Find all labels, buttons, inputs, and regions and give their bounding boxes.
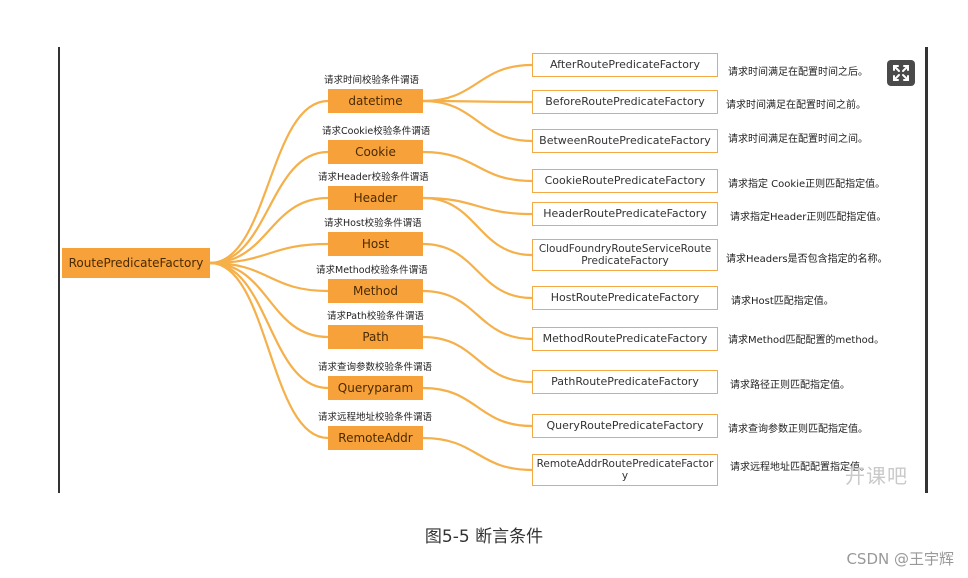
factory-description: 请求远程地址匹配配置指定值。	[730, 462, 870, 473]
factory-description: 请求指定 Cookie正则匹配指定值。	[728, 179, 886, 190]
branch-connector	[422, 63, 533, 103]
factory-description: 请求路径正则匹配指定值。	[730, 380, 850, 391]
branch-connector	[209, 261, 329, 390]
factory-description: 请求时间满足在配置时间之后。	[728, 67, 868, 78]
expand-button[interactable]	[887, 60, 915, 86]
factory-description: 请求Headers是否包含指定的名称。	[726, 254, 888, 265]
factory-description: 请求指定Header正则匹配指定值。	[730, 212, 887, 223]
condition-node-header: Header	[328, 186, 423, 210]
branch-connector	[422, 150, 533, 183]
condition-node-queryparam: Queryparam	[328, 376, 423, 400]
branch-connector	[422, 196, 533, 257]
condition-caption-remoteaddr: 请求远程地址校验条件谓语	[318, 412, 433, 423]
branch-connector	[209, 242, 329, 265]
condition-caption-path: 请求Path校验条件谓语	[327, 311, 424, 322]
condition-caption-datetime: 请求时间校验条件谓语	[324, 75, 420, 86]
factory-description: 请求时间满足在配置时间之间。	[728, 134, 868, 145]
condition-node-datetime: datetime	[328, 89, 423, 113]
expand-arrows-icon	[893, 65, 909, 81]
branch-connector	[422, 242, 533, 300]
factory-description: 请求查询参数正则匹配指定值。	[728, 424, 868, 435]
factory-node: BetweenRoutePredicateFactory	[532, 129, 718, 153]
branch-connector	[422, 289, 533, 341]
factory-node: HeaderRoutePredicateFactory	[532, 202, 718, 226]
branch-connector	[209, 150, 329, 265]
condition-caption-host: 请求Host校验条件谓语	[324, 218, 422, 229]
factory-node: MethodRoutePredicateFactory	[532, 327, 718, 351]
branch-connector	[422, 99, 533, 143]
condition-node-remoteaddr: RemoteAddr	[328, 426, 423, 450]
credit-text: CSDN @王宇辉	[846, 550, 954, 568]
branch-connector	[209, 261, 329, 440]
factory-description: 请求时间满足在配置时间之前。	[726, 100, 866, 111]
factory-node: AfterRoutePredicateFactory	[532, 53, 718, 77]
factory-description: 请求Host匹配指定值。	[731, 296, 834, 307]
factory-node: PathRoutePredicateFactory	[532, 370, 718, 394]
condition-caption-header: 请求Header校验条件谓语	[318, 172, 429, 183]
condition-caption-queryparam: 请求查询参数校验条件谓语	[318, 362, 433, 373]
branch-connector	[209, 99, 329, 265]
condition-node-host: Host	[328, 232, 423, 256]
branch-connector	[209, 261, 329, 293]
factory-node: CloudFoundryRouteServiceRoutePredicateFa…	[532, 239, 718, 271]
condition-node-method: Method	[328, 279, 423, 303]
factory-node: RemoteAddrRoutePredicateFactory	[532, 454, 718, 486]
branch-connector	[422, 386, 533, 428]
condition-caption-cookie: 请求Cookie校验条件谓语	[322, 126, 431, 137]
branch-connector	[422, 335, 533, 384]
factory-node: QueryRoutePredicateFactory	[532, 414, 718, 438]
root-node: RoutePredicateFactory	[62, 248, 210, 278]
factory-node: BeforeRoutePredicateFactory	[532, 90, 718, 114]
condition-caption-method: 请求Method校验条件谓语	[316, 265, 428, 276]
factory-description: 请求Method匹配配置的method。	[728, 335, 885, 346]
condition-node-cookie: Cookie	[328, 140, 423, 164]
branch-connector	[422, 196, 533, 216]
branch-connector	[209, 261, 329, 339]
factory-node: CookieRoutePredicateFactory	[532, 169, 718, 193]
branch-connector	[209, 196, 329, 265]
branch-connector	[422, 99, 533, 104]
branch-connector	[422, 436, 533, 472]
figure-caption: 图5-5 断言条件	[424, 527, 544, 547]
condition-node-path: Path	[328, 325, 423, 349]
watermark-text: 开课吧	[845, 464, 908, 488]
factory-node: HostRoutePredicateFactory	[532, 286, 718, 310]
